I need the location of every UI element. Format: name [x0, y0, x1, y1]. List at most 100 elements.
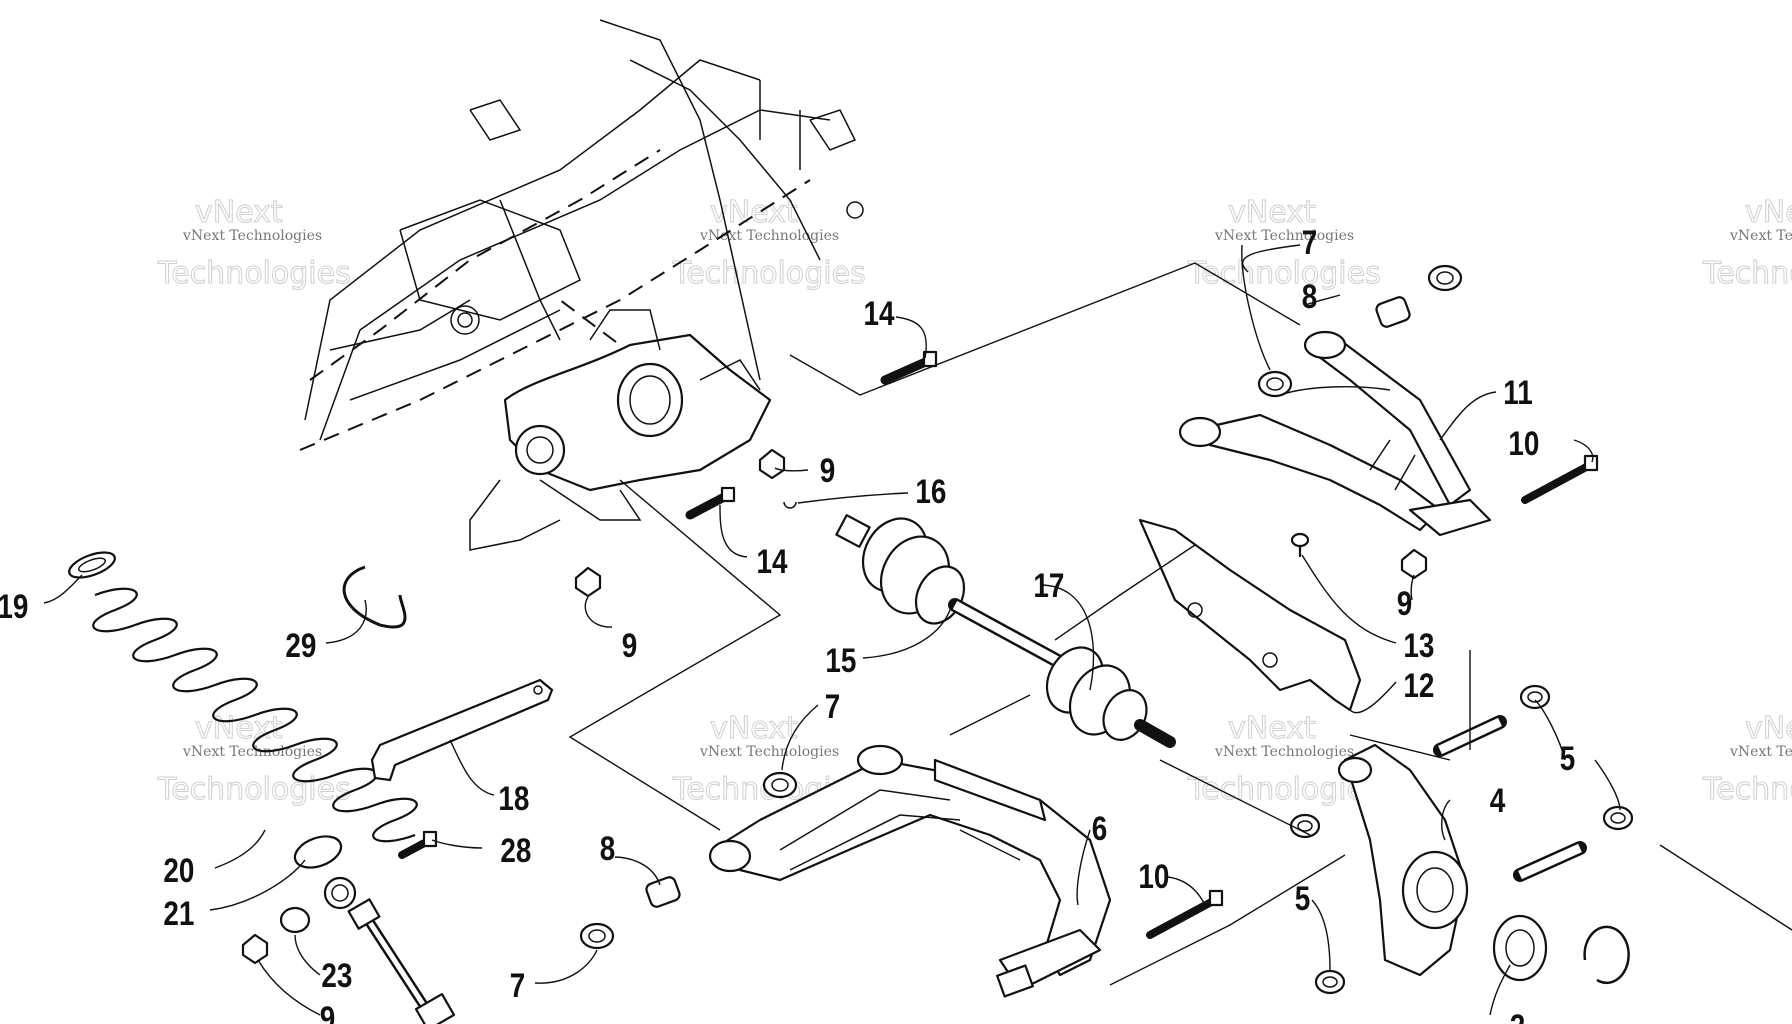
callout-9-bottom: 9	[320, 999, 336, 1024]
watermark-technologies: Technologies	[1187, 256, 1381, 291]
callout-16: 16	[915, 472, 946, 510]
bolt-10-bottom	[1146, 889, 1224, 939]
bolt-14-mid	[685, 486, 736, 520]
coil-spring-20	[92, 587, 418, 843]
knuckle	[1337, 743, 1469, 977]
watermark-vnext: vNext	[1745, 711, 1792, 746]
callout-12: 12	[1403, 666, 1434, 704]
callout-9-left: 9	[622, 626, 638, 664]
vehicle-frame	[299, 19, 864, 551]
snap-ring-16	[783, 501, 797, 509]
watermark-company: vNext Technologies	[1214, 228, 1354, 244]
bushing-5-left	[1289, 813, 1321, 839]
spanner-wrench-18	[370, 678, 554, 782]
assembly-guide-lines	[568, 262, 1792, 986]
lower-a-arm-6	[708, 744, 1112, 998]
drive-axle-17	[835, 514, 1176, 748]
bolt-28	[398, 830, 438, 859]
watermark-top-left: vNext vNext Technologies Technologies	[157, 195, 352, 292]
callout-29: 29	[285, 626, 316, 664]
bolt-14-top	[880, 350, 938, 385]
bushing-5-bottom	[1314, 969, 1346, 995]
watermark-company: vNext Technologies	[1729, 228, 1792, 244]
watermark-technologies: Technologies	[1702, 772, 1792, 807]
skid-plate-12	[1138, 518, 1362, 712]
watermark-mid-left: vNext vNext Technologies Technologies	[157, 711, 352, 808]
watermark-technologies: Technologies	[672, 256, 866, 291]
bushing-5-top	[1519, 684, 1551, 710]
watermark-vnext: vNext	[1228, 711, 1316, 746]
callout-14-top: 14	[863, 294, 895, 332]
watermark-company: vNext Technologies	[699, 744, 839, 760]
bearing-2	[1492, 914, 1548, 982]
bushing-23	[279, 906, 311, 934]
snap-ring-2	[1583, 925, 1630, 985]
watermark-vnext: vNext	[1228, 195, 1316, 230]
nut-9-left	[574, 566, 602, 598]
callout-14-mid: 14	[756, 542, 788, 580]
callout-13: 13	[1403, 626, 1434, 664]
callout-5-right: 5	[1560, 739, 1576, 777]
watermark-top-center: vNext vNext Technologies Technologies	[672, 195, 867, 292]
callout-5-left: 5	[1295, 879, 1311, 917]
callout-20: 20	[163, 851, 194, 889]
watermark-company: vNext Technologies	[1729, 744, 1792, 760]
callout-4: 4	[1490, 781, 1506, 819]
callout-9-top: 9	[820, 451, 836, 489]
callout-28: 28	[500, 831, 531, 869]
bushing-7-left	[1257, 370, 1293, 398]
watermark-vnext: vNext	[710, 195, 798, 230]
callout-18: 18	[498, 779, 529, 817]
watermark-vnext: vNext	[1745, 195, 1792, 230]
callout-17: 17	[1033, 566, 1064, 604]
callout-23: 23	[321, 956, 352, 994]
callout-labels: 14 9 16 14 9 17 15 7 8 11 10 9 13 12 19 …	[0, 223, 1575, 1024]
watermark-company: vNext Technologies	[182, 228, 322, 244]
callout-7-top: 7	[1302, 223, 1318, 261]
upper-a-arm-11	[1178, 330, 1492, 537]
callout-leaders	[43, 244, 1621, 1016]
spring-retainer-19	[68, 551, 116, 579]
callout-7-bottom: 7	[510, 966, 526, 1004]
callout-10-top: 10	[1508, 424, 1539, 462]
bushing-7-bottom	[579, 922, 615, 950]
watermark-top-right: vNext vNext Technologies Technologies	[1187, 195, 1382, 292]
callout-19: 19	[0, 587, 28, 625]
sleeve-8-top	[1375, 296, 1411, 328]
nut-9-top	[758, 448, 786, 480]
callout-21: 21	[163, 894, 194, 932]
watermark-company: vNext Technologies	[699, 228, 839, 244]
differential-housing	[503, 309, 772, 492]
bolt-10-top	[1521, 454, 1599, 504]
callout-6: 6	[1092, 809, 1108, 847]
callout-10-bottom: 10	[1138, 857, 1169, 895]
sleeve-8-bottom	[645, 876, 681, 908]
callout-2: 2	[1510, 1007, 1526, 1024]
clip-29	[342, 565, 407, 629]
callout-11: 11	[1503, 373, 1532, 411]
watermark-company: vNext Technologies	[1214, 744, 1354, 760]
spring-seat-21	[293, 835, 343, 869]
watermark-edge-top: vNext vNext Technologies Technologies	[1702, 195, 1792, 292]
watermark-edge-mid: vNext vNext Technologies Technologies	[1702, 711, 1792, 808]
shock-absorber	[323, 876, 456, 1024]
screw-13	[1290, 532, 1310, 558]
callout-9-right: 9	[1397, 584, 1413, 622]
pin-4-bottom	[1513, 841, 1587, 882]
watermark-technologies: Technologies	[157, 772, 351, 807]
callout-8-bottom: 8	[600, 829, 616, 867]
callout-7-mid: 7	[825, 687, 841, 725]
nut-9-bottom	[241, 933, 269, 965]
callout-15: 15	[825, 641, 856, 679]
bushing-7-top	[1427, 264, 1463, 292]
bushing-5-right	[1602, 805, 1634, 831]
watermark-technologies: Technologies	[157, 256, 351, 291]
watermark-company: vNext Technologies	[182, 744, 322, 760]
watermark-vnext: vNext	[195, 711, 283, 746]
watermark-vnext: vNext	[195, 195, 283, 230]
watermark-technologies: Technologies	[1702, 256, 1792, 291]
watermark-vnext: vNext	[710, 711, 798, 746]
nut-9-right	[1400, 548, 1428, 580]
bushing-7-mid	[762, 771, 798, 799]
